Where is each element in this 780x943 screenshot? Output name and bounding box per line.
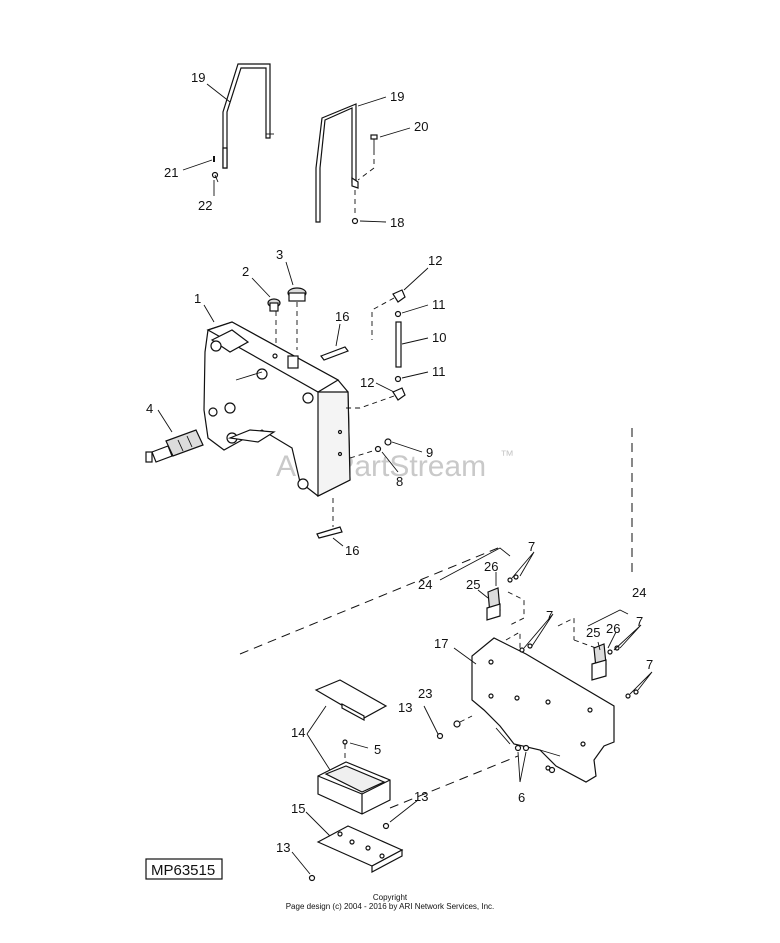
callout-19-left: 19	[191, 70, 205, 85]
callout-16-top: 16	[335, 309, 349, 324]
callout-labels: 19 19 20 21 22 18 3 2 12 1 16 11 10 11 1…	[146, 70, 653, 855]
callout-24-left: 24	[418, 577, 432, 592]
bracket-plate-part-15	[316, 825, 404, 873]
callout-9: 9	[426, 445, 433, 460]
callout-13-bottom: 13	[276, 840, 290, 855]
callout-14: 14	[291, 725, 305, 740]
bolt-part-22	[211, 171, 219, 183]
reference-code-box: MP63515	[145, 858, 223, 880]
callout-5: 5	[374, 742, 381, 757]
watermark-trademark: ™	[500, 447, 514, 463]
callout-17: 17	[434, 636, 448, 651]
callout-11-bottom: 11	[432, 364, 446, 379]
fuel-fitting-part-4	[145, 429, 204, 463]
callout-leaders	[157, 83, 653, 875]
callout-18: 18	[390, 215, 404, 230]
callout-16-bottom: 16	[345, 543, 359, 558]
latch-part-25-right	[591, 643, 607, 681]
fuel-cap-part-2	[267, 298, 281, 345]
strip-part-16-top	[320, 346, 349, 361]
nut-part-9	[384, 438, 392, 446]
callout-10: 10	[432, 330, 446, 345]
copyright-line: Page design (c) 2004 - 2016 by ARI Netwo…	[286, 902, 495, 911]
bracket-part-24-left	[439, 547, 525, 650]
callout-25-left: 25	[466, 577, 480, 592]
callout-20: 20	[414, 119, 428, 134]
toolbox-tray-part-14	[317, 761, 391, 815]
callout-11-top: 11	[432, 297, 446, 312]
bolt-part-5	[342, 739, 348, 762]
callout-25-right: 25	[586, 625, 600, 640]
nut-part-13-right	[382, 822, 390, 830]
callout-13-right: 13	[414, 789, 428, 804]
strap-right-part-19	[315, 103, 359, 223]
nut-part-13-upper	[436, 732, 444, 740]
callout-4: 4	[146, 401, 153, 416]
o-ring-part-11-top	[394, 310, 402, 318]
callout-13-upper: 13	[398, 700, 412, 715]
callout-26-right: 26	[606, 621, 620, 636]
callout-12-bottom: 12	[360, 375, 374, 390]
callout-6: 6	[518, 790, 525, 805]
callout-7-d: 7	[646, 657, 653, 672]
nut-part-18	[351, 190, 359, 225]
callout-26-left: 26	[484, 559, 498, 574]
callout-7-a: 7	[528, 539, 535, 554]
bolt-part-20	[357, 134, 378, 181]
callout-24-right: 24	[632, 585, 646, 600]
bolt-part-8	[349, 445, 382, 459]
fuel-tank-part-1	[203, 321, 351, 497]
toolbox-lid-part-14	[314, 679, 388, 722]
callout-15: 15	[291, 801, 305, 816]
callout-3: 3	[276, 247, 283, 262]
callout-19-right: 19	[390, 89, 404, 104]
callout-8: 8	[396, 474, 403, 489]
bolts-part-6	[514, 744, 556, 774]
copyright-title: Copyright	[373, 893, 408, 902]
washer-part-23	[453, 715, 473, 728]
strap-left-part-19	[222, 63, 274, 169]
callout-23: 23	[418, 686, 432, 701]
fuel-line-dashed	[344, 297, 395, 409]
fitting-part-12-bottom	[392, 387, 406, 401]
callout-1: 1	[194, 291, 201, 306]
o-ring-part-11-bottom	[394, 375, 402, 383]
nut-part-13-bottom	[308, 874, 316, 882]
panel-part-17	[471, 637, 615, 783]
callout-2: 2	[242, 264, 249, 279]
reference-code: MP63515	[151, 862, 215, 879]
callout-7-c: 7	[636, 614, 643, 629]
fitting-part-12-top	[392, 289, 406, 303]
screws-part-7	[507, 574, 639, 699]
callout-21: 21	[164, 165, 178, 180]
fuel-cap-part-3	[287, 287, 307, 350]
latch-part-25-left	[486, 587, 501, 621]
tray-to-panel-dashed	[389, 755, 519, 809]
callout-7-b: 7	[546, 608, 553, 623]
callout-12-top: 12	[428, 253, 442, 268]
assembly-boundary-dashed	[239, 428, 633, 655]
strip-part-16-bottom	[316, 498, 343, 539]
bracket-part-24-right	[557, 609, 629, 649]
callout-22: 22	[198, 198, 212, 213]
rod-part-10	[395, 321, 402, 368]
